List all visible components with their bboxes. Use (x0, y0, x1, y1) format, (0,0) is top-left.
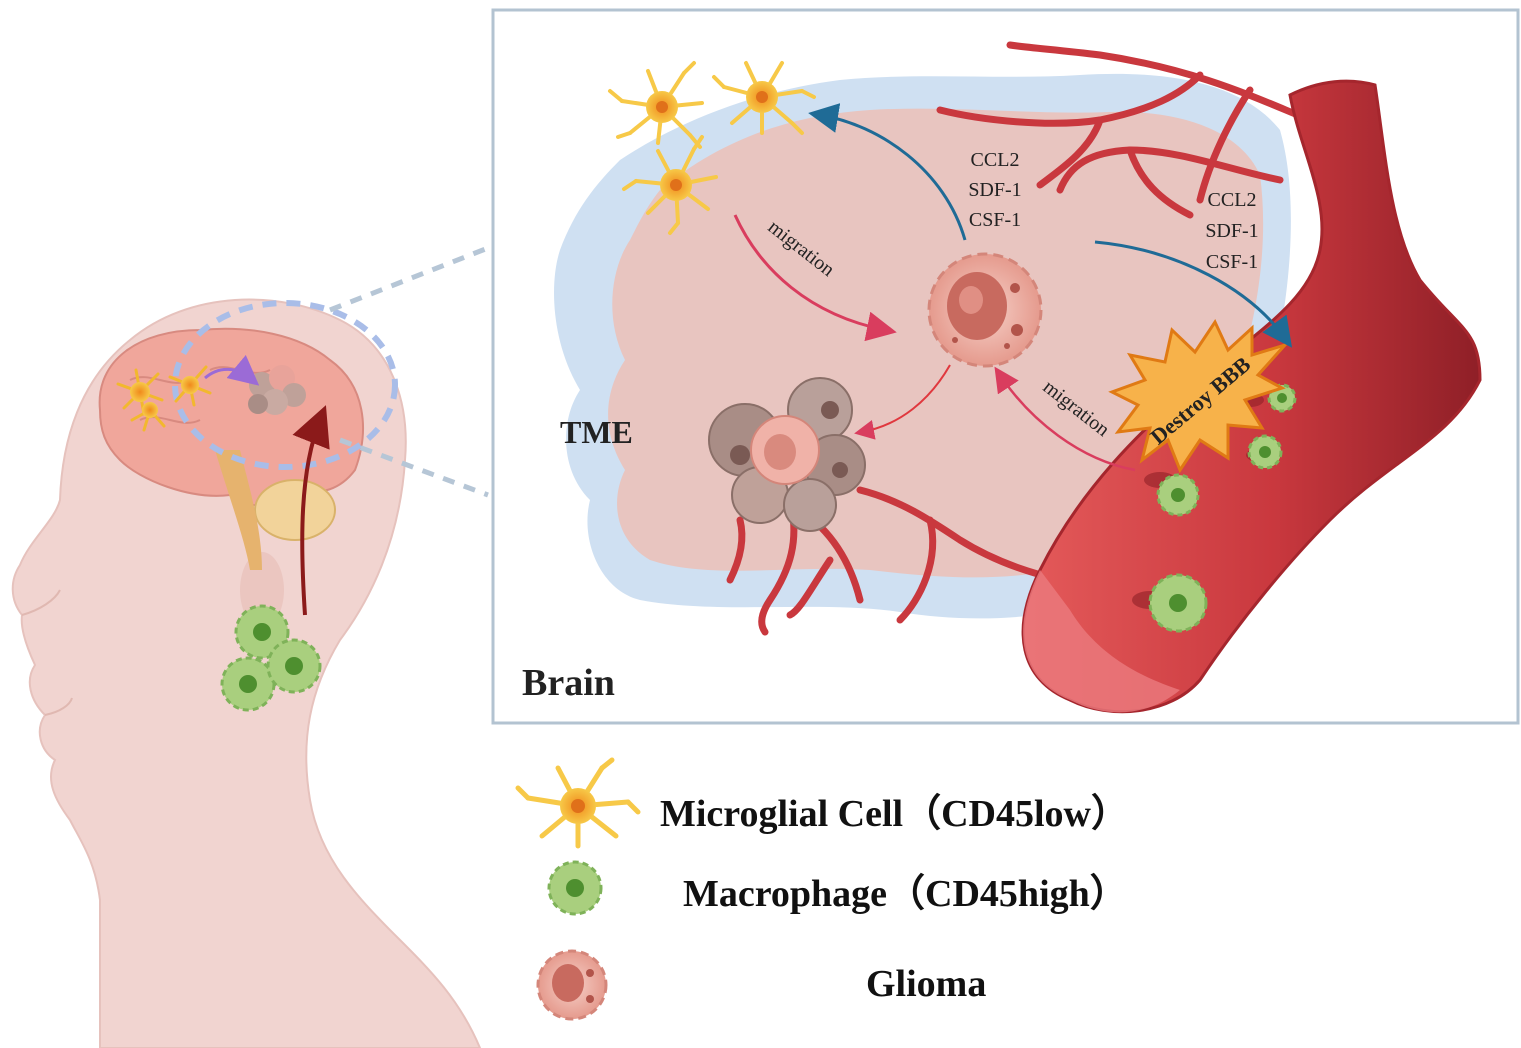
legend-macrophage-icon (547, 860, 603, 916)
legend-macrophage-label: Macrophage（CD45high） (683, 873, 1128, 915)
zoom-line-bottom (339, 437, 489, 498)
tme-label: TME (560, 414, 633, 450)
vessel-branches-top (936, 41, 1314, 219)
macrophage-icon (266, 638, 322, 694)
cerebellum (254, 479, 336, 541)
panel-microglia-group (608, 61, 816, 235)
microglia-icon (130, 402, 166, 432)
chemokine-center-2: SDF-1 (968, 179, 1021, 201)
tumor-cluster (708, 377, 866, 532)
chemokine-center-1: CCL2 (971, 149, 1020, 171)
zoom-circle (172, 300, 398, 470)
head-migration-arrow (204, 354, 260, 386)
vessel-macrophages (1148, 383, 1297, 633)
head-tumor (248, 365, 306, 415)
arrow-to-microglia (808, 103, 967, 241)
legend-microglia-icon (515, 757, 641, 849)
head-macrophage-arrow (292, 405, 330, 616)
arrow-to-vessel (1094, 240, 1293, 348)
microglia-icon (712, 61, 816, 135)
macrophage-icon (220, 656, 276, 712)
central-glioma-cell (927, 252, 1043, 368)
legend-glioma-icon (536, 949, 608, 1021)
zoom-line-top (329, 245, 489, 313)
macrophage-icon (234, 604, 290, 660)
chemokine-vessel-3: CSF-1 (1206, 251, 1258, 273)
macrophage-icon (1148, 573, 1208, 633)
microglia-icon (622, 135, 718, 235)
arrow-migration-macrophage (994, 366, 1136, 472)
head-microglia-group (116, 365, 212, 432)
neck-macrophage-cluster (220, 604, 322, 712)
arrow-to-tumor (854, 364, 951, 440)
microglia-icon (608, 61, 704, 149)
legend-microglia-label: Microglial Cell（CD45low） (660, 793, 1129, 835)
brain-in-head (98, 327, 364, 570)
macrophage-icon (1156, 473, 1200, 517)
chemokine-vessel-1: CCL2 (1208, 189, 1257, 211)
macrophage-icon (1247, 434, 1283, 470)
brain-label: Brain (522, 662, 615, 704)
microglia-icon (168, 365, 212, 407)
arrow-migration-microglia (733, 214, 897, 342)
microglia-icon (116, 368, 164, 416)
chemokine-vessel-2: SDF-1 (1205, 220, 1258, 242)
legend-glioma-label: Glioma (866, 963, 987, 1005)
chemokine-center-3: CSF-1 (969, 209, 1021, 231)
